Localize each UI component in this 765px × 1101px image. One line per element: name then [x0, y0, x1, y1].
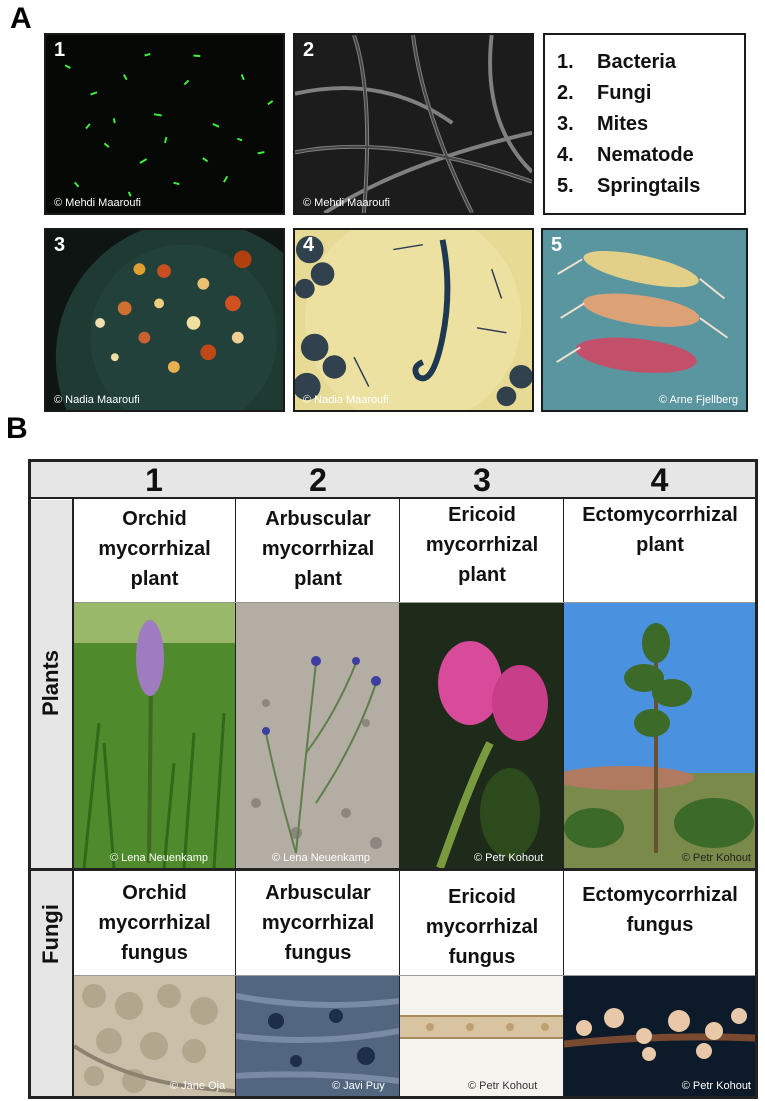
panel-a-label: A: [10, 2, 32, 35]
plant-title-arbuscular: Arbuscular mycorrhizal plant: [261, 508, 375, 590]
legend-item: 1.Bacteria: [557, 51, 676, 73]
ericoid-fungus-photo: © Petr Kohout: [400, 976, 563, 1096]
photo-credit: © Lena Neuenkamp: [272, 852, 371, 864]
panel-b-label: B: [6, 412, 28, 445]
legend-item: 2.Fungi: [557, 82, 652, 104]
orchid-fungus-photo: © Jane Oja: [74, 976, 235, 1096]
tile-number: 2: [303, 39, 315, 61]
fungus-title-ericoid: Ericoid mycorrhizal fungus: [425, 886, 539, 968]
row-label-fungi: Fungi: [31, 871, 72, 1096]
photo-credit: © Javi Puy: [332, 1080, 385, 1092]
divider: [74, 975, 755, 976]
column-number: 2: [309, 462, 327, 498]
row-label-plants: Plants: [31, 500, 72, 868]
photo-credit: © Jane Oja: [170, 1080, 226, 1092]
photo-credit: © Mehdi Maaroufi: [303, 197, 390, 209]
photo-credit: © Mehdi Maaroufi: [54, 197, 141, 209]
photo-credit: © Nadia Maaroufi: [303, 394, 389, 406]
mites-photo: 3 © Nadia Maaroufi: [44, 228, 285, 412]
tile-number: 4: [303, 234, 315, 256]
table-header-row: [31, 462, 755, 498]
fungus-title-arbuscular: Arbuscular mycorrhizal fungus: [261, 882, 375, 964]
orchid-plant-photo: © Lena Neuenkamp: [74, 603, 235, 868]
ericoid-plant-photo: © Petr Kohout: [400, 603, 563, 868]
divider: [235, 497, 236, 1097]
legend-item: 4.Nematode: [557, 144, 694, 166]
ecto-fungus-photo: © Petr Kohout: [564, 976, 755, 1096]
organism-legend: 1.Bacteria 2.Fungi 3.Mites 4.Nematode 5.…: [543, 33, 746, 215]
tile-number: 1: [54, 39, 66, 61]
arbuscular-plant-photo: © Lena Neuenkamp: [236, 603, 399, 868]
fungi-photo: 2 © Mehdi Maaroufi: [293, 33, 534, 215]
mycorrhiza-table: [28, 459, 758, 1099]
column-number: 4: [650, 462, 669, 498]
divider: [399, 497, 400, 1097]
arbuscular-fungus-photo: © Javi Puy: [236, 976, 399, 1096]
photo-credit: © Lena Neuenkamp: [110, 852, 209, 864]
legend-item: 5.Springtails: [557, 175, 701, 197]
plant-title-ericoid: Ericoid mycorrhizal plant: [425, 504, 539, 586]
plant-title-ecto: Ectomycorrhizal plant: [582, 504, 738, 556]
photo-credit: © Nadia Maaroufi: [54, 394, 140, 406]
tile-number: 5: [551, 234, 563, 256]
photo-credit: © Petr Kohout: [681, 1080, 751, 1092]
photo-credit: © Arne Fjellberg: [658, 394, 738, 406]
divider: [31, 868, 755, 871]
legend-item: 3.Mites: [557, 113, 649, 135]
nematode-photo: 4 © Nadia Maaroufi: [293, 228, 534, 412]
tile-number: 3: [54, 234, 66, 256]
bacteria-photo: 1 © Mehdi Maaroufi: [44, 33, 285, 215]
fungus-title-orchid: Orchid mycorrhizal fungus: [98, 882, 211, 964]
divider: [74, 602, 755, 603]
fungus-title-ecto: Ectomycorrhizal fungus: [582, 884, 738, 936]
column-number: 3: [473, 462, 491, 498]
ecto-plant-photo: © Petr Kohout: [564, 603, 755, 868]
divider: [563, 497, 564, 1097]
divider: [31, 497, 755, 499]
springtails-photo: 5 © Arne Fjellberg: [541, 228, 748, 412]
photo-credit: © Petr Kohout: [474, 852, 544, 864]
photo-credit: © Petr Kohout: [681, 852, 751, 864]
divider: [72, 497, 74, 1097]
plant-title-orchid: Orchid mycorrhizal plant: [98, 508, 211, 590]
column-number: 1: [145, 462, 163, 498]
photo-credit: © Petr Kohout: [468, 1080, 538, 1092]
